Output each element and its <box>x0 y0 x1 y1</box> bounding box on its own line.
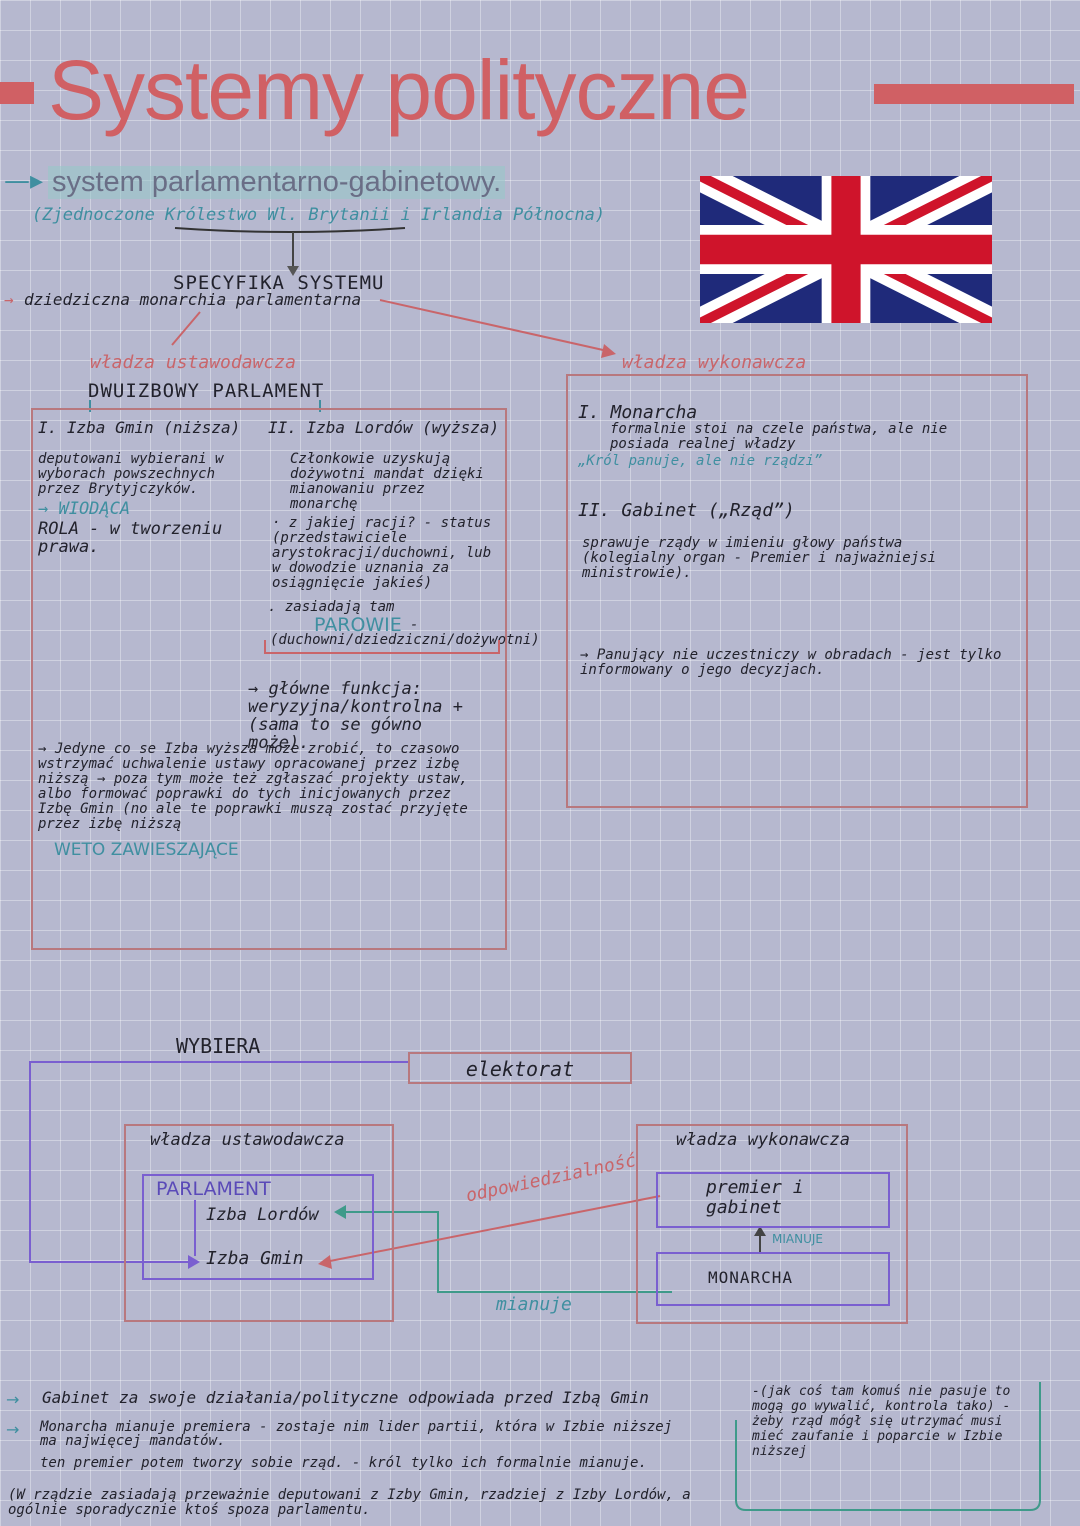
spec-heading: SPECYFIKA SYSTEMU <box>173 272 385 294</box>
executive-box <box>566 374 1028 808</box>
arrow-icon: → <box>6 1420 20 1439</box>
title-bar-left <box>0 82 34 104</box>
parlament-label: PARLAMENT <box>156 1178 271 1200</box>
izba-gmin-title: I. Izba Gmin (niższa) <box>38 418 241 437</box>
mianuje-label: mianuje <box>496 1294 572 1315</box>
mianuje-small-label: MIANUJE <box>772 1232 823 1246</box>
veto-label: WETO ZAWIESZAJĄCE <box>54 840 239 860</box>
izba-lordow-node: Izba Lordów <box>206 1205 319 1225</box>
spec-line: dziedziczna monarchia parlamentarna <box>24 290 362 309</box>
executive-label: władza wykonawcza <box>622 352 807 373</box>
diagram-executive-label: władza wykonawcza <box>676 1130 850 1150</box>
parowie-label: PAROWIE <box>314 614 402 636</box>
monarcha-title: I. Monarcha <box>578 402 698 423</box>
izba-lordow-title: II. Izba Lordów (wyższa) <box>268 418 500 437</box>
country-note: (Zjednoczone Królestwo Wl. Brytanii i Ir… <box>32 205 606 225</box>
izba-lordow-desc3: . zasiadają tam <box>268 599 395 615</box>
elektorat-label: elektorat <box>465 1057 575 1081</box>
union-jack-flag-icon <box>700 176 992 323</box>
bottom-line3: ten premier potem tworzy sobie rząd. - k… <box>40 1455 647 1471</box>
arrow-icon: —▸ <box>4 166 44 196</box>
legislative-label: władza ustawodawcza <box>90 352 296 373</box>
diagram-legislative-box <box>124 1124 394 1322</box>
diagram-executive-box <box>636 1124 908 1324</box>
arrow-icon: → <box>6 1390 20 1409</box>
monarcha-desc: formalnie stoi na czele państwa, ale nie… <box>610 421 948 452</box>
legislative-box <box>31 408 507 950</box>
bottom-aside: -(jak coś tam komuś nie pasuje to mogą g… <box>752 1384 1011 1459</box>
page-title: Systemy polityczne <box>48 43 750 137</box>
veto-text: → Jedyne co se Izba wyższa może zrobić, … <box>38 741 468 832</box>
title-bar-right <box>874 84 1074 104</box>
parliament-heading: DWUIZBOWY PARLAMENT <box>88 380 325 402</box>
bottom-line1: Gabinet za swoje działania/polityczne od… <box>42 1388 649 1407</box>
parowie-rest: -(duchowni/dziedziczni/dożywotni) <box>270 617 540 648</box>
subtitle: system parlamentarno-gabinetowy. <box>48 166 506 199</box>
parowie-bracket <box>264 640 500 654</box>
bottom-line4: (W rządzie zasiadają przeważnie deputowa… <box>8 1487 691 1518</box>
izba-gmin-role1: → WIODĄCA <box>38 499 131 519</box>
izba-gmin-role2: ROLA - w tworzeniu prawa. <box>38 519 223 557</box>
diagram-legislative-label: władza ustawodawcza <box>150 1130 345 1150</box>
bottom-line2: Monarcha mianuje premiera - zostaje nim … <box>40 1419 673 1449</box>
premier-label: premier i gabinet <box>706 1177 804 1218</box>
izba-lordow-desc1: Członkowie uzyskują dożywotni mandat dzi… <box>290 451 484 512</box>
parlament-box <box>142 1174 374 1280</box>
panujacy-note: → Panujący nie uczestniczy w obradach - … <box>580 647 1002 678</box>
monarcha-quote: „Król panuje, ale nie rządzi” <box>578 453 823 469</box>
wybiera-label: WYBIERA <box>176 1034 261 1058</box>
elektorat-box: elektorat <box>408 1052 632 1084</box>
izba-gmin-node: Izba Gmin <box>206 1248 304 1269</box>
monarcha-node: MONARCHA <box>708 1268 794 1287</box>
izba-gmin-desc: deputowani wybierani w wyborach powszech… <box>38 451 224 497</box>
arrow-icon: → <box>4 290 14 309</box>
izba-lordow-func: → główne funkcja: weryzyjna/kontrolna +(… <box>248 679 463 753</box>
izba-lordow-desc2: · z jakiej racji? - status (przedstawici… <box>272 515 492 591</box>
gabinet-desc: sprawuje rządy w imieniu głowy państwa (… <box>582 535 937 581</box>
gabinet-title: II. Gabinet („Rząd”) <box>578 500 795 521</box>
premier-box <box>656 1172 890 1228</box>
monarcha-box <box>656 1252 890 1306</box>
